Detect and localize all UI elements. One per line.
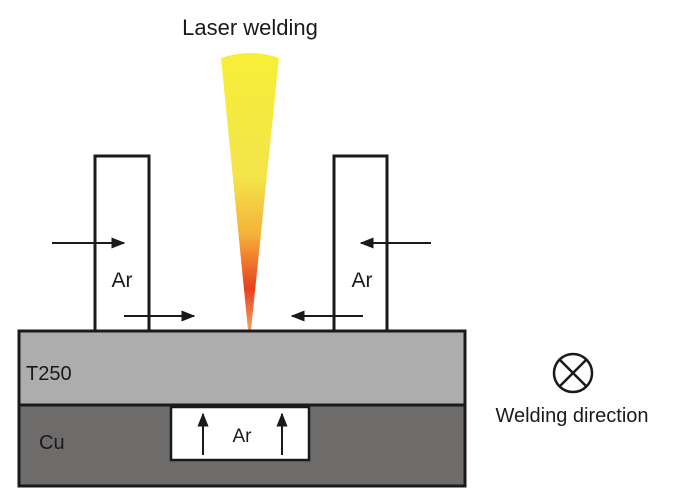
gas-label-right: Ar (352, 269, 373, 292)
t250-layer (17, 329, 467, 407)
welding-direction-label: Welding direction (495, 405, 648, 427)
gas-flow-arrows (52, 237, 431, 322)
diagram-title: Laser welding (182, 15, 318, 40)
gas-label-left: Ar (112, 269, 133, 292)
t250-label: T250 (26, 363, 72, 385)
gas-label-bottom: Ar (233, 426, 253, 447)
circle-cross-icon (552, 352, 594, 394)
cu-label: Cu (39, 432, 65, 454)
laser-beam (221, 53, 279, 330)
